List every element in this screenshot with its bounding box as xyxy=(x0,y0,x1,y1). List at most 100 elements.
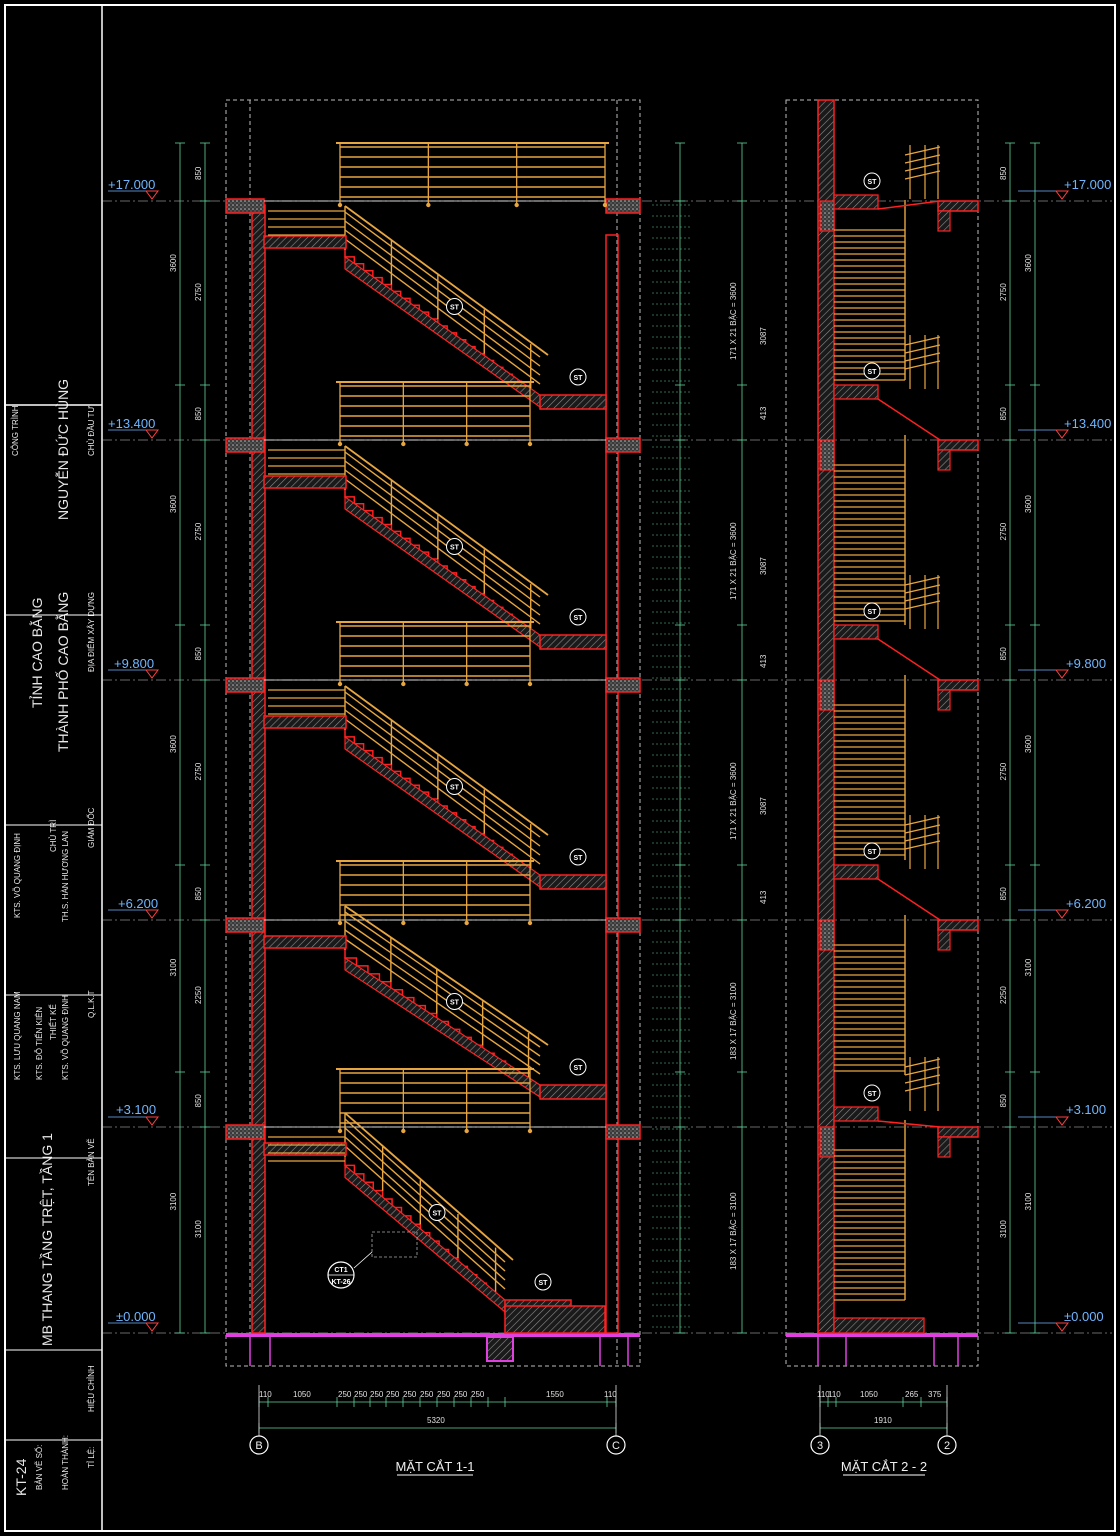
wall-slab xyxy=(819,919,835,951)
landing-post-base xyxy=(527,681,533,687)
axis-label: C xyxy=(612,1440,620,1452)
st-tag-label: ST xyxy=(574,855,584,862)
axis-label: B xyxy=(255,1440,262,1452)
dim-right-inner-label: 850 xyxy=(999,1094,1008,1108)
floor-slab-left xyxy=(225,198,265,214)
landing-post-base xyxy=(401,1128,406,1134)
edge-slab xyxy=(937,200,979,212)
landing-post-base xyxy=(527,920,533,926)
flight-3-rail xyxy=(344,700,541,847)
landing-post-base xyxy=(337,441,343,447)
side-rail xyxy=(904,170,941,180)
dim-text: 265 xyxy=(905,1390,919,1399)
section-titles: MẶT CẮT 1-1 MẶT CẮT 2 - 2 xyxy=(396,1459,927,1476)
flight-2-rail xyxy=(344,478,541,625)
floor-slab-right xyxy=(605,917,641,933)
landing-post-base xyxy=(602,202,608,208)
side-rail xyxy=(904,592,941,602)
level-marker xyxy=(145,909,159,919)
st-tag xyxy=(863,172,881,190)
landing-post-base xyxy=(527,441,533,447)
dim-text: 1050 xyxy=(293,1390,311,1399)
landing-post-base xyxy=(464,681,469,687)
level-labels-left: +17.000 +13.400 +9.800 +6.200 +3.100 ±0.… xyxy=(108,177,158,1324)
bottom-step-block xyxy=(504,1305,606,1334)
side-rail xyxy=(904,1058,941,1068)
st-tag-label: ST xyxy=(868,609,878,616)
st-tag-label: ST xyxy=(868,1091,878,1098)
landing-post-base xyxy=(514,202,519,208)
callout-top: CT1 xyxy=(334,1267,347,1274)
bottom-landing xyxy=(833,1317,925,1334)
height-dim: 413 xyxy=(759,406,768,420)
flight-4-rail xyxy=(344,938,541,1075)
flight-4-rail xyxy=(344,920,541,1057)
right-wall xyxy=(605,234,619,1334)
flight-1-handrail xyxy=(344,205,549,356)
dim-right-outer-label: 3100 xyxy=(1024,958,1033,976)
edge-slab xyxy=(937,1126,979,1138)
landing-edge xyxy=(877,200,941,210)
dim-text: 1550 xyxy=(546,1390,564,1399)
axis-label: 3 xyxy=(817,1440,823,1452)
height-dims: 3087 413 3087 413 3087 413 xyxy=(759,327,768,904)
st-tag-label: ST xyxy=(868,369,878,376)
st-tag xyxy=(569,848,587,866)
st-tag-label: ST xyxy=(574,1065,584,1072)
st-tag-label: ST xyxy=(450,305,460,312)
ground-line xyxy=(786,1333,978,1337)
level-label: ±0.000 xyxy=(1064,1309,1104,1324)
section-2-bottom-dims: 110 110 1050 265 375 1910 xyxy=(817,1390,942,1425)
dim-text: 250 xyxy=(338,1390,352,1399)
flight-label: 171 X 21 BẬC = 3600 xyxy=(729,762,738,840)
floor-slab-left xyxy=(225,1124,265,1140)
st-tag xyxy=(863,1084,881,1102)
dim-text: 110 xyxy=(604,1390,617,1399)
flight-5-handrail xyxy=(344,1112,514,1261)
flight-5-steps xyxy=(344,1157,505,1301)
side-rail xyxy=(904,162,941,172)
landing-post-base xyxy=(464,441,469,447)
landing-edge xyxy=(877,878,941,921)
landing-post-base xyxy=(337,202,343,208)
flight-4-rail xyxy=(344,929,541,1066)
flight-label: 183 X 17 BẬC = 3100 xyxy=(729,982,738,1060)
level-labels-right: +17.000 +13.400 +9.800 +6.200 +3.100 ±0.… xyxy=(1064,177,1111,1324)
floor-slab-right xyxy=(605,437,641,453)
flight-2-rail xyxy=(344,469,541,616)
landing-edge xyxy=(877,638,941,681)
height-dim: 3087 xyxy=(759,557,768,575)
dim-right-inner-label: 850 xyxy=(999,887,1008,901)
section-1-bottom-dims: 110 1050 250 250 250 250 250 250 250 250… xyxy=(259,1390,617,1425)
level-marker xyxy=(1055,1116,1069,1126)
dim-left-inner-label: 850 xyxy=(194,166,203,180)
landing-slab xyxy=(833,384,879,400)
upper-landing xyxy=(263,935,347,949)
st-tag xyxy=(863,602,881,620)
mid-landing xyxy=(539,874,607,890)
st-tag-label: ST xyxy=(433,1211,443,1218)
axis-markers: B C 3 2 xyxy=(249,1385,957,1455)
edge-slab xyxy=(937,439,979,451)
flight-5-rail xyxy=(344,1136,506,1281)
flight-1-steps xyxy=(344,250,540,396)
dim-left-inner-label: 850 xyxy=(194,1094,203,1108)
mid-landing xyxy=(539,634,607,650)
level-label: +3.100 xyxy=(1066,1102,1106,1117)
level-label: +6.200 xyxy=(118,896,158,911)
dim-text: 110 xyxy=(817,1390,830,1399)
level-marker xyxy=(1055,909,1069,919)
dim-left-inner-label: 2750 xyxy=(194,762,203,780)
level-marker xyxy=(145,1322,159,1332)
dim-text: 1050 xyxy=(860,1390,878,1399)
height-dim: 3087 xyxy=(759,797,768,815)
floor-slab-right xyxy=(605,677,641,693)
st-tag-label: ST xyxy=(539,1280,549,1287)
dim-text: 250 xyxy=(403,1390,417,1399)
flight-5-rail xyxy=(344,1118,506,1263)
side-rail xyxy=(904,824,941,834)
landing-post-base xyxy=(337,1128,343,1134)
level-marker xyxy=(1055,669,1069,679)
dim-left-outer-label: 3600 xyxy=(169,254,178,272)
